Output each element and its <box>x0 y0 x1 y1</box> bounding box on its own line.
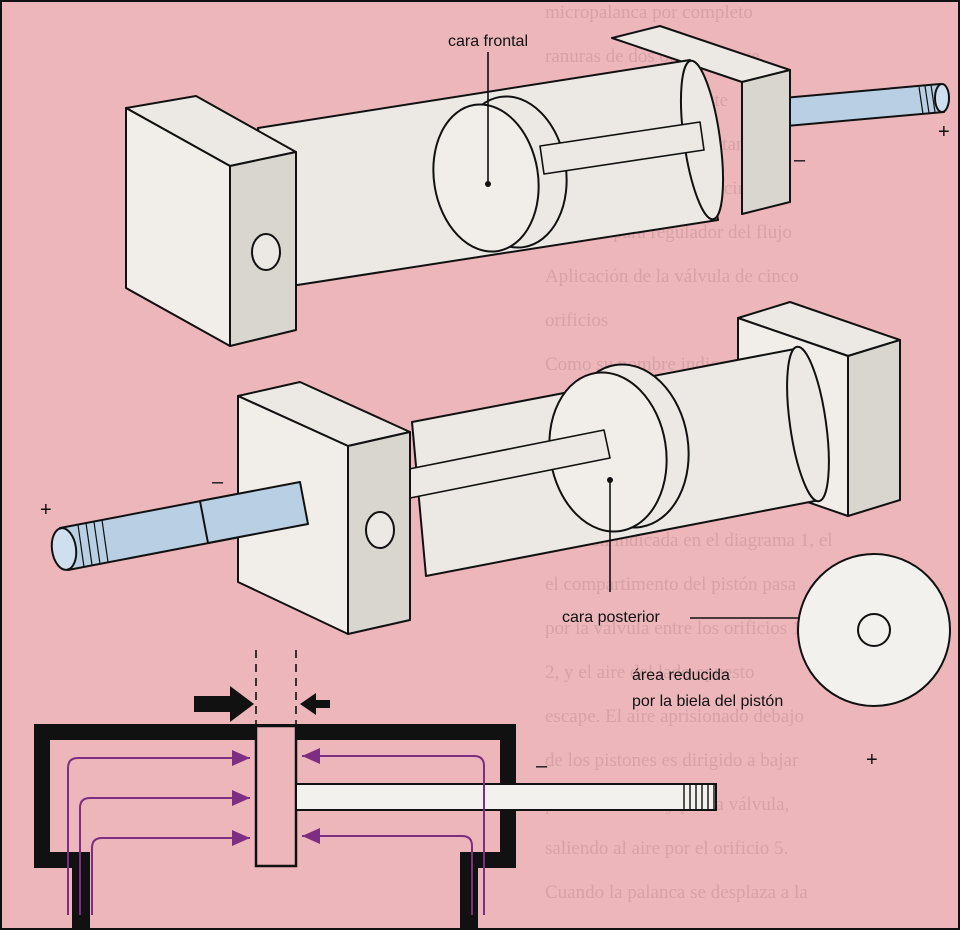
top-rod-thread <box>934 83 950 113</box>
background-text-line: micropalanca por completo <box>545 2 753 23</box>
cross-section-piston <box>254 724 298 868</box>
label-rear-face: cara posterior <box>562 609 660 626</box>
background-text-line: 2, y el aire del lado opuesto <box>545 662 754 683</box>
force-arrow-large <box>194 686 254 722</box>
cross-section-housing <box>34 724 516 930</box>
reduced-area-disc <box>797 553 951 707</box>
left-flow-lines <box>67 750 250 915</box>
background-text-line: saliendo al aire por el orificio 5. <box>545 838 788 859</box>
background-text-line: de los pistones es dirigido a bajar <box>545 750 799 771</box>
background-text-line: escape. El aire aprisionado debajo <box>545 706 804 727</box>
label-reduced-area-line2: por la biela del pistón <box>632 693 783 710</box>
background-text-line: por la válvula entre los orificios 1 <box>545 618 801 639</box>
label-front-face: cara frontal <box>448 33 528 50</box>
top-rod-minus-sign: – <box>794 149 806 171</box>
force-arrow-small <box>300 693 330 715</box>
top-left-block-port <box>251 233 281 271</box>
middle-left-block-port <box>365 511 395 549</box>
cross-section-rod <box>295 783 717 811</box>
middle-rod-plus-sign: + <box>40 499 52 521</box>
right-flow-lines <box>302 748 485 915</box>
top-piston-front-face <box>432 103 540 253</box>
cross-section-rod-thread <box>683 784 715 810</box>
top-right-block-side <box>741 69 791 215</box>
background-text-line: el compartimento del pistón pasa <box>545 574 797 595</box>
disc-plus-sign: + <box>866 749 878 771</box>
label-reduced-area-line1: área reducida <box>632 667 730 684</box>
middle-right-block-side <box>847 339 901 517</box>
middle-cylinder <box>50 301 901 635</box>
cross-section <box>34 650 717 930</box>
top-cylinder <box>125 25 950 347</box>
background-text-line: Aplicación de la válvula de cinco <box>545 266 799 287</box>
background-text-line: Cuando la palanca se desplaza a la <box>545 882 808 903</box>
top-rod-plus-sign: + <box>938 121 950 143</box>
background-text-line: orificios <box>545 310 608 331</box>
middle-rod-minus-sign: – <box>212 471 224 493</box>
cross-section-minus-sign: – <box>536 755 548 777</box>
middle-rod-thread <box>50 527 78 571</box>
